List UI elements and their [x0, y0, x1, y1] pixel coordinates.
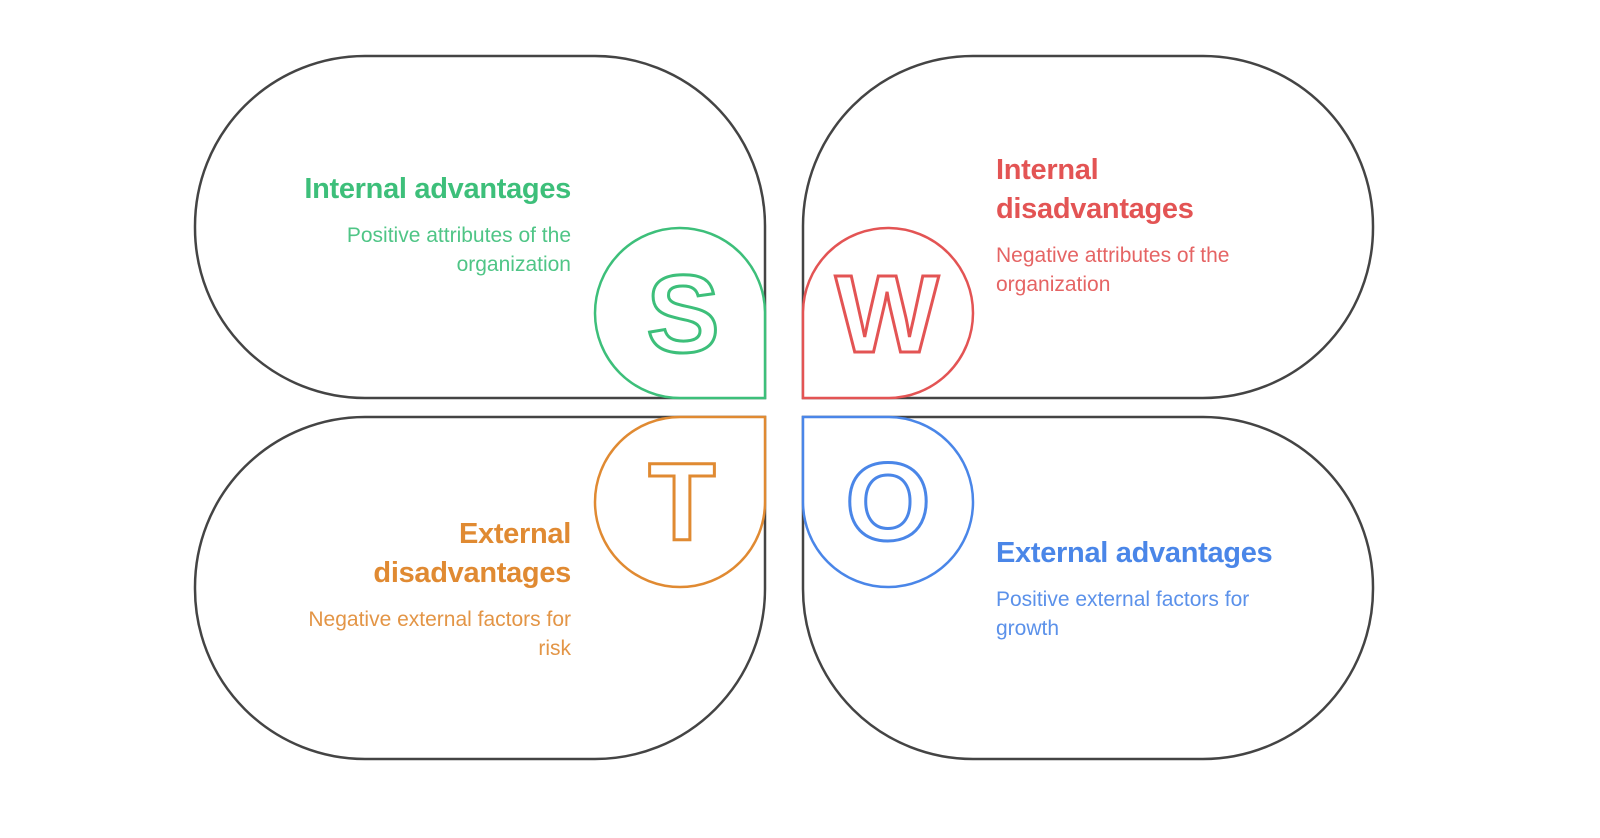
quadrant-threats: External disadvantages Negative external…	[301, 515, 571, 663]
letter-o-icon: O	[845, 441, 931, 564]
quadrant-description: Positive external factors for growth	[996, 588, 1250, 640]
badge-strengths	[593, 226, 767, 400]
badge-opportunities	[801, 415, 975, 589]
quadrant-strengths: Internal advantages Positive attributes …	[271, 170, 571, 279]
quadrant-title: External advantages	[996, 537, 1273, 569]
letter-t-icon: T	[648, 441, 715, 564]
badge-threats	[593, 415, 767, 589]
quadrant-description: Negative external factors for risk	[308, 608, 571, 660]
quadrant-weaknesses: Internal disadvantages Negative attribut…	[996, 151, 1276, 299]
quadrant-title: Internal disadvantages	[996, 154, 1194, 225]
card-strengths-outline	[193, 54, 767, 400]
letter-s-icon: S	[646, 253, 719, 376]
card-opportunities-outline	[801, 415, 1375, 761]
quadrant-opportunities: External advantages Positive external fa…	[996, 534, 1296, 643]
quadrant-title: Internal advantages	[304, 173, 571, 205]
quadrant-description: Negative attributes of the organization	[996, 244, 1230, 296]
card-threats-outline	[193, 415, 767, 761]
card-weaknesses-outline	[801, 54, 1375, 400]
letter-w-icon: W	[835, 253, 939, 376]
badge-weaknesses	[801, 226, 975, 400]
quadrant-title: External disadvantages	[373, 518, 571, 589]
quadrant-description: Positive attributes of the organization	[346, 224, 571, 276]
